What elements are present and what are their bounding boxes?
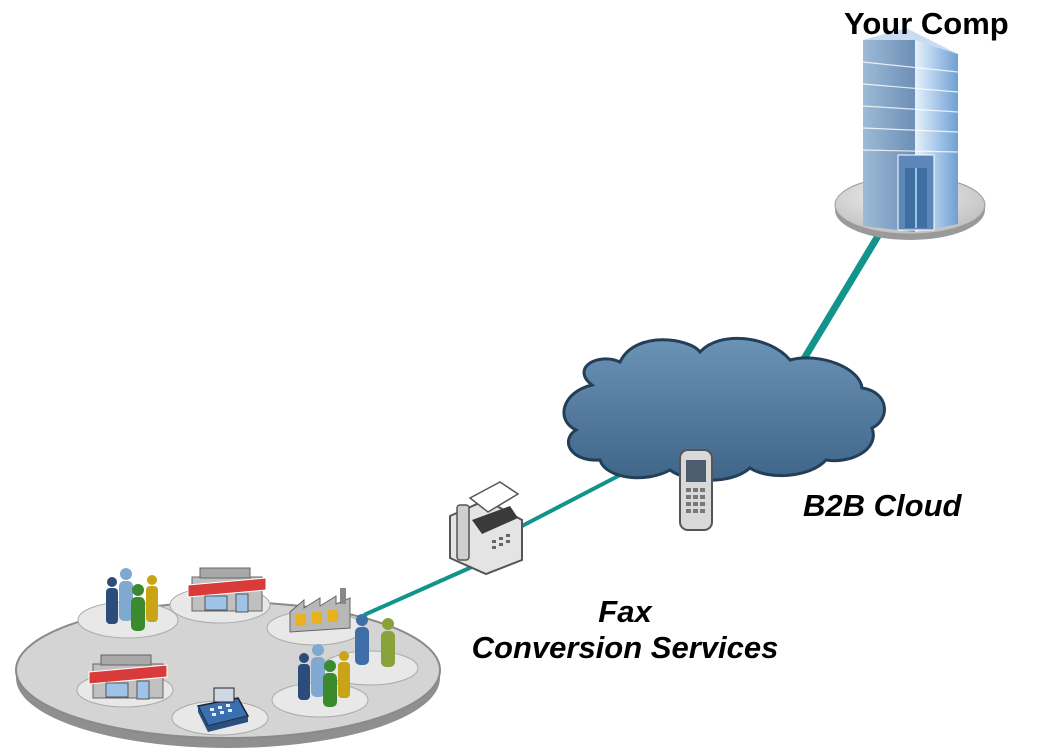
- store-icon: [88, 654, 168, 700]
- fax-label-line2: Conversion Services: [471, 629, 779, 665]
- store-icon: [187, 567, 267, 613]
- connector-fax-platform: [363, 564, 475, 617]
- handshake-icon: [355, 614, 395, 667]
- fax-label-line1: Fax: [598, 594, 652, 629]
- building-icon: [834, 28, 986, 240]
- mobile-phone-icon: [679, 449, 713, 531]
- cash-register-icon: [196, 687, 250, 732]
- people-group-icon: [106, 568, 158, 631]
- fax-services-label: Fax Conversion Services: [455, 594, 795, 665]
- connector-cloud-fax: [521, 472, 623, 528]
- cloud-icon: [562, 336, 886, 482]
- company-label: Your Comp: [844, 6, 1009, 41]
- cloud-label: B2B Cloud: [803, 488, 962, 523]
- fax-machine-icon: [449, 481, 523, 576]
- factory-icon: [289, 588, 351, 633]
- connector-building-cloud: [793, 234, 881, 374]
- people-group-icon: [298, 644, 350, 707]
